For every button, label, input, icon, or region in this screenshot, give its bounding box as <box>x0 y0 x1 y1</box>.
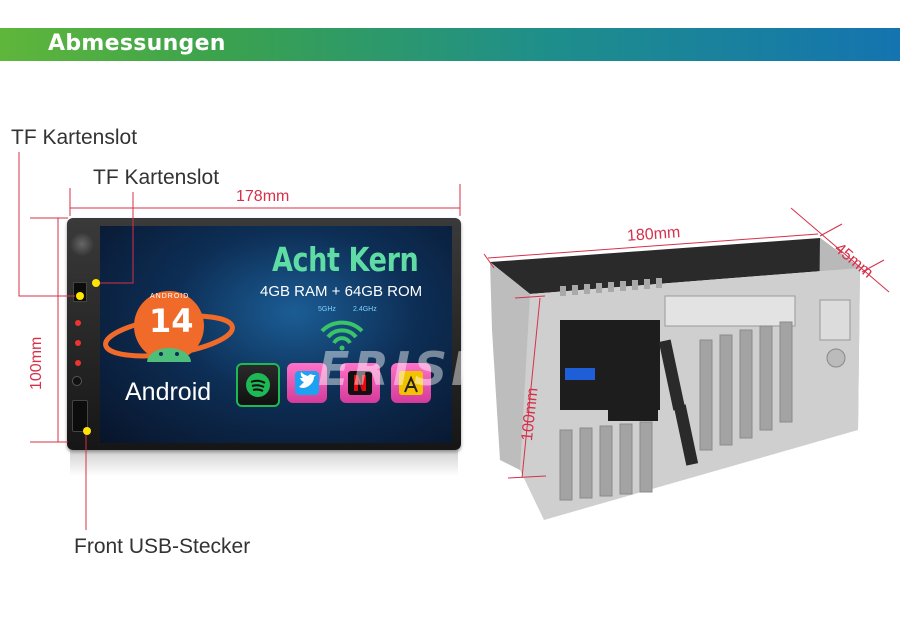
front-reflection <box>70 450 458 476</box>
android-badge-caption: ANDROID <box>150 293 190 300</box>
wifi-band-24ghz: 2.4GHz <box>353 306 377 313</box>
screen-headline: Acht Kern <box>272 240 419 279</box>
front-height-dimension: 100mm <box>28 336 45 390</box>
tf-slot-marker-outer <box>76 292 84 300</box>
screen-spec: 4GB RAM + 64GB ROM <box>260 283 423 300</box>
microphone-hole <box>72 376 82 386</box>
rear-depth-dimension: 45mm <box>831 240 877 282</box>
usb-marker <box>83 427 91 435</box>
android-label: Android <box>125 378 212 406</box>
tf-card-slot-label-inner: TF Kartenslot <box>93 166 220 189</box>
front-width-dimension: 178mm <box>236 188 290 205</box>
twitter-icon <box>287 363 327 403</box>
android-version-number: 14 <box>149 302 194 340</box>
rear-height-dimension: 100mm <box>519 386 542 442</box>
section-banner: Abmessungen <box>0 28 900 61</box>
wifi-band-5ghz: 5GHz <box>318 306 336 313</box>
front-button-column <box>70 224 96 444</box>
rear-width-dimension: 180mm <box>626 224 681 245</box>
book-icon <box>391 363 431 403</box>
front-led-2 <box>75 340 81 346</box>
front-usb-label: Front USB-Stecker <box>74 535 251 558</box>
section-title: Abmessungen <box>48 31 226 56</box>
netflix-icon <box>340 363 380 403</box>
tf-card-slot-label-outer: TF Kartenslot <box>11 126 138 149</box>
volume-knob <box>70 232 94 256</box>
tf-slot-marker-inner <box>92 279 100 287</box>
usb-port <box>72 400 88 432</box>
front-led-1 <box>75 320 81 326</box>
front-led-3 <box>75 360 81 366</box>
spotify-icon <box>236 363 280 407</box>
watermark-text: ERISIN <box>318 342 515 396</box>
